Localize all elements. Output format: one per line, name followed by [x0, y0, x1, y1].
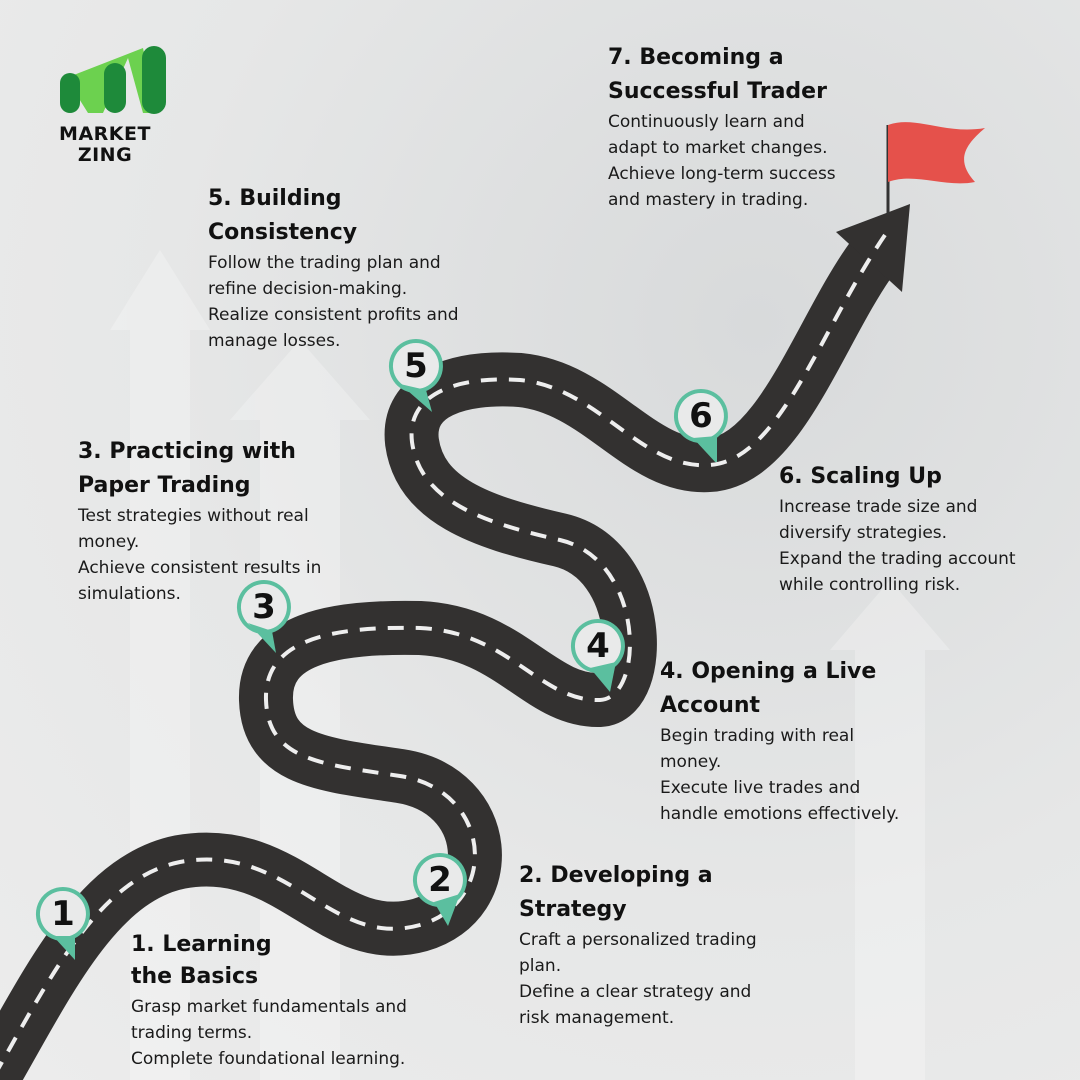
logo-icon	[60, 46, 166, 114]
step-body: while controlling risk.	[779, 575, 961, 595]
step-title: Account	[660, 693, 761, 718]
step-body: Complete foundational learning.	[131, 1049, 406, 1069]
step-body: money.	[78, 532, 140, 552]
step-marker-6: 6	[673, 388, 729, 464]
step-7-text: 7. Becoming a Successful Trader Continuo…	[608, 41, 836, 213]
step-marker-1: 1	[35, 886, 91, 960]
step-body: Test strategies without real	[78, 506, 309, 526]
step-marker-3: 3	[236, 579, 292, 653]
step-body: diversify strategies.	[779, 523, 948, 543]
step-body: Define a clear strategy and	[519, 982, 752, 1002]
step-title: 4. Opening a Live	[660, 659, 877, 684]
step-body: and mastery in trading.	[608, 190, 809, 210]
step-body: Achieve consistent results in	[78, 558, 322, 578]
step-body: Increase trade size and	[779, 497, 978, 517]
step-marker-4: 4	[570, 618, 626, 692]
step-title: Strategy	[519, 897, 627, 922]
step-body: handle emotions effectively.	[660, 804, 900, 824]
step-title: the Basics	[131, 964, 259, 989]
step-body: Expand the trading account	[779, 549, 1016, 569]
step-title: 5. Building	[208, 186, 342, 211]
step-title: 1. Learning	[131, 932, 272, 957]
step-body: simulations.	[78, 584, 181, 604]
step-body: Begin trading with real	[660, 726, 855, 746]
step-title: 2. Developing a	[519, 863, 713, 888]
step-body: Grasp market fundamentals and	[131, 997, 407, 1017]
step-body: Craft a personalized trading	[519, 930, 757, 950]
road-center-line	[0, 233, 887, 1070]
step-title: Successful Trader	[608, 79, 827, 104]
road-arrow-head	[836, 204, 910, 292]
brand-line-2: ZING	[77, 144, 133, 166]
step-4-text: 4. Opening a Live Account Begin trading …	[660, 655, 899, 827]
step-5-text: 5. Building Consistency Follow the tradi…	[208, 182, 459, 354]
brand-line-1: MARKET	[59, 123, 151, 145]
step-title: Consistency	[208, 220, 358, 245]
step-2-text: 2. Developing a Strategy Craft a persona…	[519, 859, 757, 1031]
step-body: Achieve long-term success	[608, 164, 836, 184]
step-body: Execute live trades and	[660, 778, 861, 798]
step-body: risk management.	[519, 1008, 675, 1028]
step-title: Paper Trading	[78, 473, 251, 498]
flag-icon	[888, 122, 985, 184]
step-marker-5: 5	[388, 338, 444, 412]
step-body: plan.	[519, 956, 562, 976]
step-3-text: 3. Practicing with Paper Trading Test st…	[78, 435, 321, 607]
step-6-text: 6. Scaling Up Increase trade size and di…	[779, 460, 1016, 598]
step-body: Continuously learn and	[608, 112, 805, 132]
step-body: Follow the trading plan and	[208, 253, 441, 273]
step-body: Realize consistent profits and	[208, 305, 459, 325]
step-title: 6. Scaling Up	[779, 464, 942, 489]
step-body: money.	[660, 752, 722, 772]
step-1-text: 1. Learning the Basics Grasp market fund…	[131, 928, 407, 1072]
step-body: manage losses.	[208, 331, 341, 351]
step-body: trading terms.	[131, 1023, 253, 1043]
step-marker-2: 2	[412, 852, 468, 926]
step-title: 7. Becoming a	[608, 45, 784, 70]
brand-name: MARKET ZING	[48, 124, 162, 166]
step-title: 3. Practicing with	[78, 439, 296, 464]
step-body: refine decision-making.	[208, 279, 408, 299]
step-body: adapt to market changes.	[608, 138, 828, 158]
